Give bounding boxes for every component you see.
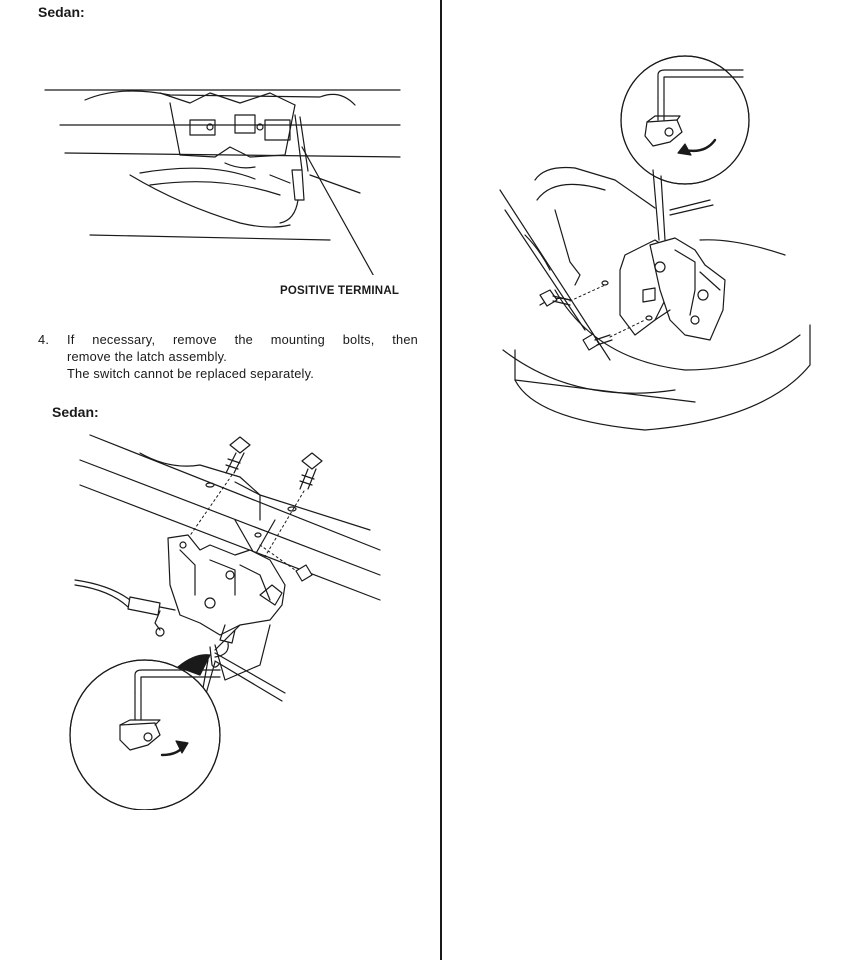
column-divider bbox=[440, 0, 442, 960]
mounting-bolt-icon bbox=[225, 436, 251, 474]
step-line-1-word: then bbox=[392, 332, 418, 347]
step-line-1-word: bolts, bbox=[342, 332, 375, 347]
step-line-1-word: necessary, bbox=[92, 332, 156, 347]
positive-terminal-callout: POSITIVE TERMINAL bbox=[280, 285, 400, 297]
figure3-latch-diagram bbox=[499, 55, 811, 431]
mounting-bolt-icon bbox=[299, 452, 323, 490]
figure1-positive-terminal-diagram bbox=[44, 89, 401, 275]
step-line-1-word: remove bbox=[172, 332, 217, 347]
mounting-bolt-icon bbox=[539, 289, 571, 307]
figure2-latch-removal-diagram bbox=[69, 434, 381, 810]
step-line-3: The switch cannot be replaced separately… bbox=[67, 366, 314, 381]
step-4: 4. If necessary, remove the mounting bol… bbox=[38, 331, 418, 382]
mounting-bolt-icon bbox=[295, 564, 313, 582]
step-line-1-word: If bbox=[67, 332, 75, 347]
step-line-1: If necessary, remove the mounting bolts,… bbox=[67, 331, 418, 348]
step-number: 4. bbox=[38, 332, 50, 347]
figure2-label: Sedan: bbox=[52, 404, 99, 420]
step-line-2: remove the latch assembly. bbox=[67, 349, 228, 364]
figure1-label: Sedan: bbox=[38, 4, 85, 20]
step-line-1-word: the bbox=[234, 332, 253, 347]
mounting-bolt-icon bbox=[582, 333, 613, 351]
step-line-1-word: mounting bbox=[270, 332, 325, 347]
